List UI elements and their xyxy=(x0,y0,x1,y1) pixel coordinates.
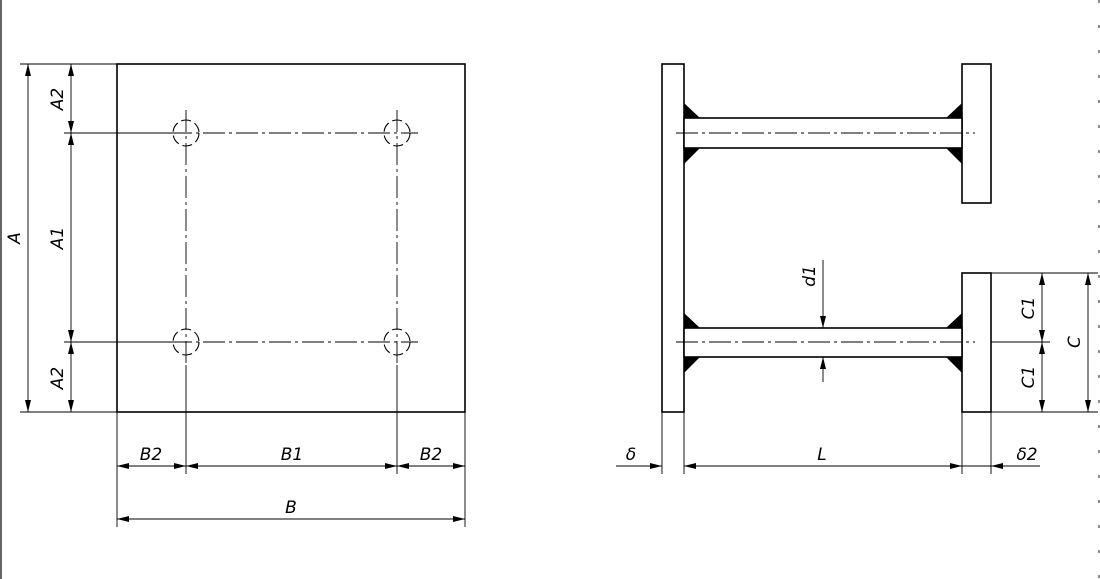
label-B1: B1 xyxy=(281,445,303,465)
label-B2-right: B2 xyxy=(420,445,442,465)
weld-lower-right-bottom xyxy=(946,357,962,373)
weld-upper-left-bottom xyxy=(684,148,700,164)
bolt-hole-bottom-right xyxy=(383,328,411,356)
bolt-hole-top-right xyxy=(383,119,411,147)
label-C1-bottom: C1 xyxy=(1019,366,1039,389)
label-d1: d1 xyxy=(800,265,820,287)
weld-lower-left-bottom xyxy=(684,357,700,373)
right-lower-plate xyxy=(961,272,992,413)
plate-view: A A2 A1 A2 B2 B1 B2 B xyxy=(5,63,466,527)
label-delta: δ xyxy=(626,445,636,465)
weld-upper-right-bottom xyxy=(946,148,962,164)
label-C1-top: C1 xyxy=(1019,297,1039,320)
weld-upper-right-top xyxy=(946,103,962,118)
weld-lower-right-top xyxy=(946,313,962,328)
base-plate xyxy=(116,63,466,413)
label-A2-top: A2 xyxy=(48,88,68,111)
lower-bar xyxy=(683,327,963,358)
side-view: d1 δ L δ2 C1 C1 C xyxy=(616,63,1098,474)
left-end-plate xyxy=(661,63,685,413)
right-upper-plate xyxy=(961,63,992,204)
bolt-hole-top-left xyxy=(172,119,200,147)
label-C: C xyxy=(1065,336,1085,348)
label-delta2: δ2 xyxy=(1016,445,1037,465)
label-A2-bottom: A2 xyxy=(48,367,68,390)
bolt-hole-bottom-left xyxy=(172,328,200,356)
label-B2-left: B2 xyxy=(140,445,162,465)
label-L: L xyxy=(817,445,826,465)
weld-upper-left-top xyxy=(684,103,700,118)
label-B: B xyxy=(285,498,297,518)
weld-lower-left-top xyxy=(684,313,700,328)
label-A: A xyxy=(5,232,25,245)
label-A1: A1 xyxy=(48,227,68,250)
